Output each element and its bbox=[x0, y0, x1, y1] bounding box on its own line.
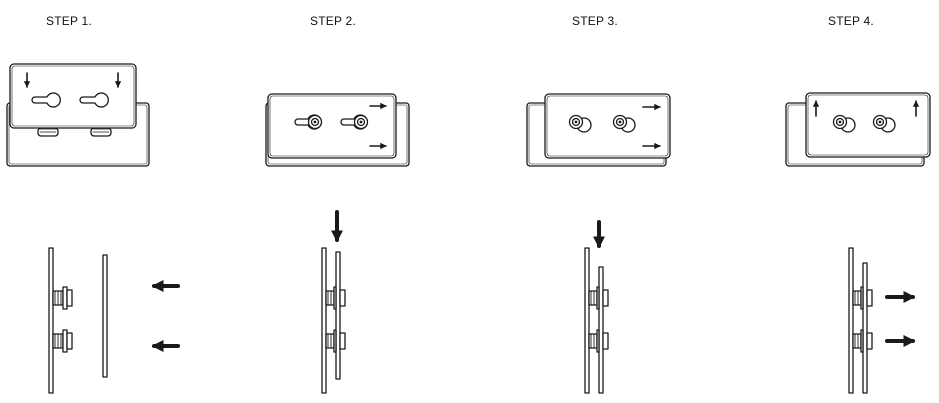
tv-bracket bbox=[267, 93, 397, 159]
screw-icon bbox=[852, 286, 873, 310]
keyhole-slot-icon bbox=[79, 92, 109, 108]
step-2-top-view bbox=[265, 93, 410, 167]
step-3-label: STEP 3. bbox=[572, 14, 618, 28]
screw-icon bbox=[52, 329, 73, 353]
tv-bracket-side bbox=[862, 262, 868, 394]
tv-bracket bbox=[9, 63, 137, 129]
tv-bracket-side bbox=[102, 254, 108, 378]
wall-plate-side bbox=[848, 247, 854, 394]
screw-head-icon bbox=[353, 114, 369, 130]
screw-head-icon bbox=[307, 114, 323, 130]
wall-plate-side bbox=[321, 247, 327, 394]
wall-plate-side bbox=[584, 247, 590, 394]
step-4-top-view bbox=[785, 92, 931, 167]
step-1-side-view bbox=[48, 247, 180, 394]
step-1-top-view bbox=[6, 63, 150, 167]
tv-bracket bbox=[544, 93, 671, 159]
wall-plate-side bbox=[48, 247, 54, 394]
step-2-side-view bbox=[321, 210, 346, 394]
screw-icon bbox=[588, 286, 609, 310]
step-1-label: STEP 1. bbox=[46, 14, 92, 28]
step-3-top-view bbox=[526, 93, 671, 167]
step-2-label: STEP 2. bbox=[310, 14, 356, 28]
screw-icon bbox=[52, 286, 73, 310]
step-4-side-view bbox=[848, 247, 916, 394]
step-3-side-view bbox=[584, 220, 609, 394]
step-4-label: STEP 4. bbox=[828, 14, 874, 28]
keyhole-slot-icon bbox=[31, 92, 61, 108]
screw-head-icon bbox=[832, 114, 848, 130]
screw-head-icon bbox=[568, 114, 584, 130]
screw-head-icon bbox=[872, 114, 888, 130]
screw-icon bbox=[852, 329, 873, 353]
screw-icon bbox=[325, 286, 346, 310]
screw-icon bbox=[588, 329, 609, 353]
tv-bracket-side bbox=[335, 251, 341, 380]
screw-head-icon bbox=[612, 114, 628, 130]
tv-bracket bbox=[805, 92, 931, 158]
screw-icon bbox=[325, 329, 346, 353]
